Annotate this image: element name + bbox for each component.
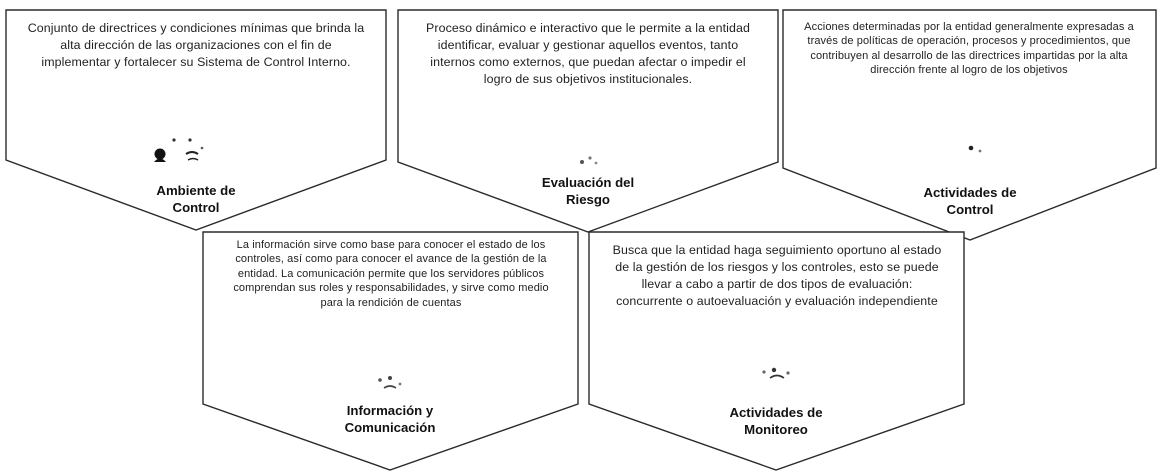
title-actividades-de-monitoreo: Actividades de Monitoreo <box>676 404 876 438</box>
risk-icon <box>572 150 606 175</box>
title-evaluacion-del-riesgo: Evaluación del Riesgo <box>488 174 688 208</box>
title-monitoreo-line1: Actividades de <box>729 405 823 420</box>
people-icon <box>150 134 220 169</box>
description-evaluacion-del-riesgo: Proceso dinámico e interactivo que le pe… <box>425 21 750 86</box>
monitoring-icon <box>752 362 802 389</box>
title-informacion-y-comunicacion: Información y Comunicación <box>290 402 490 436</box>
title-ambiente-line1: Ambiente de <box>156 183 236 198</box>
description-actividades-de-control: Acciones determinadas por la entidad gen… <box>804 21 1134 77</box>
title-evaluacion-line1: Evaluación del <box>541 175 635 190</box>
title-monitoreo-line2: Monitoreo <box>744 422 808 437</box>
title-actividades-control-line2: Control <box>946 202 994 217</box>
description-ambiente-de-control: Conjunto de directrices y condiciones mí… <box>27 21 365 69</box>
title-actividades-control-line1: Actividades de <box>923 185 1017 200</box>
title-actividades-de-control: Actividades de Control <box>870 184 1070 218</box>
control-icon <box>960 138 990 163</box>
pentagon-actividades-de-control <box>782 9 1157 241</box>
pentagon-informacion-y-comunicacion <box>202 231 579 471</box>
description-informacion-y-comunicacion: La información sirve como base para cono… <box>233 239 549 309</box>
title-ambiente-line2: Control <box>172 200 220 215</box>
pentagon-ambiente-de-control <box>5 9 387 231</box>
description-actividades-de-monitoreo: Busca que la entidad haga seguimiento op… <box>612 243 942 308</box>
title-informacion-line2: Comunicación <box>344 420 436 435</box>
title-informacion-line1: Información y <box>346 403 434 418</box>
pentagon-actividades-de-monitoreo <box>588 231 965 471</box>
pentagon-evaluacion-del-riesgo <box>397 9 779 233</box>
communication-icon <box>370 372 410 399</box>
title-ambiente-de-control: Ambiente de Control <box>96 182 296 216</box>
title-evaluacion-line2: Riesgo <box>566 192 610 207</box>
